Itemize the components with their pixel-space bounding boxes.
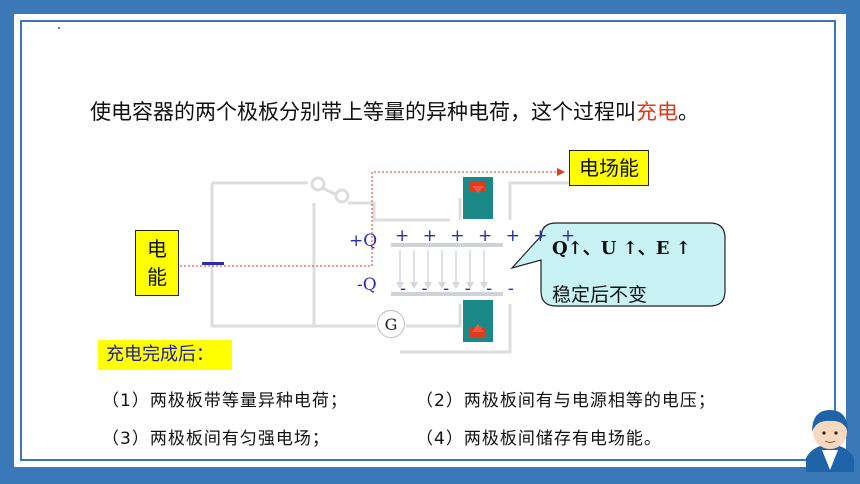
headline-highlight: 充电 [636, 100, 678, 124]
headline: 使电容器的两个极板分别带上等量的异种电荷，这个过程叫充电。 [90, 96, 699, 126]
teacher-avatar-icon [806, 410, 854, 472]
bubble-line-1: Q↑、U ↑、E ↑ [552, 238, 691, 259]
conclusion-item-2: （2）两极板间有与电源相等的电压； [416, 391, 716, 411]
conclusion-item-1: （1）两极板带等量异种电荷； [102, 391, 348, 411]
section-title: 充电完成后： [98, 340, 232, 370]
galvanometer: G [377, 310, 405, 338]
bottom-plate [391, 292, 503, 296]
capacitor-plates [391, 243, 503, 296]
circuit-wires [210, 176, 648, 354]
field-lines [399, 250, 485, 287]
current-indicator-top [463, 177, 493, 219]
source-label-char-1: 电 [147, 237, 167, 261]
conclusion-item-4: （4）两极板间储存有电场能。 [416, 429, 662, 449]
headline-end: 。 [678, 100, 699, 124]
current-indicator-bottom [463, 300, 493, 342]
energy-label: 电场能 [569, 150, 649, 186]
bottom-plate-label: -Q [357, 275, 377, 295]
conclusion-item-3: （3）两极板间有匀强电场； [102, 429, 330, 449]
energy-path [180, 171, 560, 267]
energy-arrowhead [557, 168, 565, 176]
field-arrowheads [396, 282, 488, 289]
source-label-char-2: 能 [147, 265, 167, 289]
top-plate [391, 243, 503, 247]
battery-plate [202, 262, 224, 265]
corner-dot [58, 27, 60, 29]
headline-text: 使电容器的两个极板分别带上等量的异种电荷，这个过程叫 [90, 100, 636, 124]
positive-charges: + + + + + + + [395, 226, 580, 246]
negative-charges: - - - - - - [400, 279, 519, 299]
source-label: 电 能 [135, 230, 179, 296]
top-plate-label: +Q [349, 231, 378, 251]
bubble-line-2: 稳定后不变 [552, 284, 648, 306]
info-bubble [510, 222, 726, 307]
slide-frame-border [20, 20, 836, 461]
